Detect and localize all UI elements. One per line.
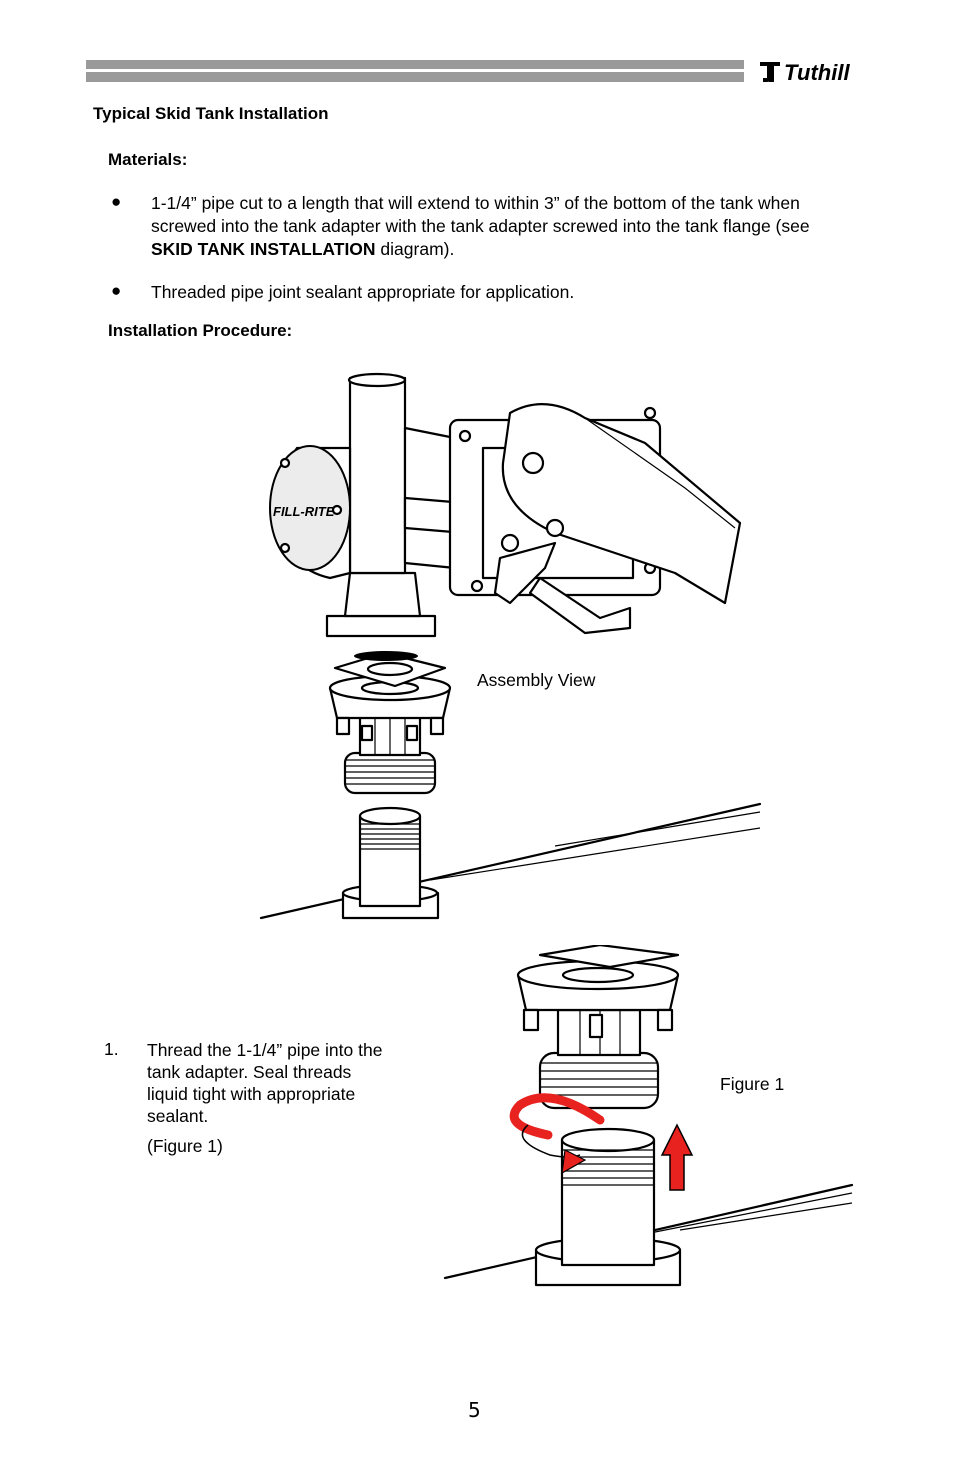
header-rule [86,60,744,82]
materials-heading: Materials: [108,150,188,169]
materials-item-pipe: 1-1/4” pipe cut to a length that will ex… [151,192,841,261]
materials-item-pipe-bold: SKID TANK INSTALLATION [151,239,376,259]
section-title: Typical Skid Tank Installation [93,104,329,123]
nozzle-lever [493,403,742,635]
pump-body: FILL-RITE [269,372,467,638]
tank-surface [259,802,762,920]
bullet-icon: ● [111,281,122,300]
assembly-view-illustration: FILL-RITE [259,372,762,920]
up-arrow-icon [660,1123,694,1191]
assembly-view-label: Assembly View [477,670,596,690]
logo-text: Tuthill [784,60,850,85]
rotation-arrow-icon [509,1093,605,1175]
tank-adapter [328,674,452,795]
step-text: Thread the 1-1/4” pipe into the tank ada… [147,1040,383,1126]
step-number: 1. [104,1039,119,1059]
tank-adapter [516,945,680,1110]
tuthill-logo-icon [760,62,780,82]
pipe [358,806,422,908]
materials-item-pipe-text: 1-1/4” pipe cut to a length that will ex… [151,193,810,236]
materials-item-sealant: Threaded pipe joint sealant appropriate … [151,282,575,302]
figure1-label: Figure 1 [720,1074,785,1094]
step-figure-reference: (Figure 1) [147,1136,223,1156]
figure1-illustration [443,945,854,1287]
bullet-icon: ● [111,192,122,211]
pipe [560,1127,656,1267]
o-ring [354,651,418,661]
materials-item-pipe-tail: diagram). [375,239,455,259]
procedure-heading: Installation Procedure: [108,321,293,340]
pump-brand-text: FILL-RITE [273,504,335,519]
page-number: 5 [468,1398,481,1422]
tuthill-logo: Tuthill [760,60,850,85]
